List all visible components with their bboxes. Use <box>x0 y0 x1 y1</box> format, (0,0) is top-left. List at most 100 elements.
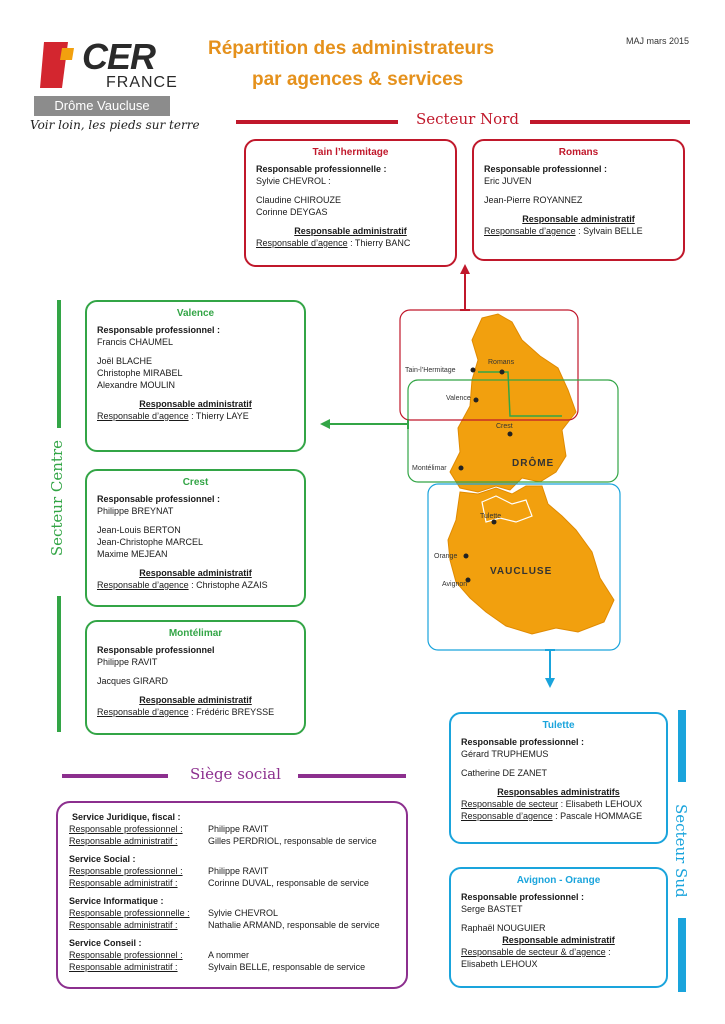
secteur-nord-label: Secteur Nord <box>416 110 519 128</box>
logo-brand-sub: FRANCE <box>106 74 178 91</box>
member: Jean-Louis BERTON <box>97 525 181 535</box>
agency-title: Crest <box>182 477 209 488</box>
map-city-label: Valence <box>446 395 471 402</box>
secteur-value: : Elisabeth LEHOUX <box>558 799 643 809</box>
member: Francis CHAUMEL <box>97 337 174 347</box>
agency-title: Tain l’hermitage <box>312 147 389 158</box>
secteur-centre-line-top <box>57 300 61 428</box>
agency-title: Romans <box>558 147 599 158</box>
row-label: Responsable administratif : <box>69 920 178 930</box>
agence-label: Responsable d’agence <box>484 226 576 236</box>
agency-card-crest: Crest Responsable professionnel : Philip… <box>85 469 306 607</box>
logo: CER FRANCE Drôme Vaucluse Voir loin, les… <box>28 36 200 132</box>
zone-centre-frame <box>407 379 619 483</box>
service-row: Responsable administratif : Gilles PERDRI… <box>69 835 396 847</box>
resp-pro-label: Responsable professionnelle : <box>256 164 387 174</box>
secteur-agence-suffix: : <box>605 947 611 957</box>
logo-tagline: Voir loin, les pieds sur terre <box>30 118 200 132</box>
member: Serge BASTET <box>461 904 523 914</box>
service-row: Responsable administratif :Sylvain BELLE… <box>69 961 396 973</box>
admin-label: Responsable administratif <box>139 695 252 705</box>
secteur-nord-line-left <box>236 120 398 124</box>
admin-label: Responsable administratif <box>522 214 635 224</box>
row-value: Philippe RAVIT <box>208 866 269 876</box>
map-region-label: VAUCLUSE <box>490 566 552 577</box>
member: Eric JUVEN <box>484 176 532 186</box>
agency-card-valence: Valence Responsable professionnel : Fran… <box>85 300 306 452</box>
row-label: Responsable administratif : <box>69 836 178 846</box>
page-title-line1: Répartition des administrateurs <box>208 38 495 59</box>
agency-card-avignon-orange: Avignon - Orange Responsable professionn… <box>449 867 668 988</box>
row-value: Nathalie ARMAND, responsable de service <box>208 920 380 930</box>
service-row: Responsable professionnel : Philippe RAVI… <box>69 865 396 877</box>
secteur-agence-value: Elisabeth LEHOUX <box>461 959 538 969</box>
agence-label: Responsable d’agence <box>97 707 189 717</box>
service-conseil: Service Conseil : Responsable profession… <box>69 937 396 973</box>
row-label: Responsable administratif : <box>69 878 178 888</box>
member: Jean-Christophe MARCEL <box>97 537 204 547</box>
row-value: Corinne DUVAL, responsable de service <box>208 878 369 888</box>
map-region-label: DRÔME <box>512 456 554 469</box>
member: Philippe RAVIT <box>97 657 158 667</box>
vaucluse-shape <box>447 485 615 635</box>
service-row: Responsable administratif : Nathalie ARMA… <box>69 919 396 931</box>
arrow-nord-head-icon <box>460 264 470 274</box>
secteur-centre-line-bottom <box>57 596 61 732</box>
agency-card-montelimar: Montélimar Responsable professionnel Phi… <box>85 620 306 735</box>
resp-pro-label: Responsable professionnel : <box>461 737 585 747</box>
logo-brand: CER <box>82 36 156 77</box>
member: Philippe BREYNAT <box>97 506 174 516</box>
arrow-centre-head-icon <box>320 419 330 429</box>
logo-region: Drôme Vaucluse <box>34 96 170 116</box>
map-city-label: Tain-l’Hermitage <box>405 367 456 374</box>
row-label: Responsable administratif : <box>69 962 178 972</box>
agence-row: Responsable d’agence : Frédéric BREYSSE <box>97 706 294 718</box>
row-value: Gilles PERDRIOL, responsable de service <box>208 836 377 846</box>
agence-value: : Thierry LAYE <box>188 411 249 421</box>
secteur-nord-line-right <box>530 120 690 124</box>
map-city-label: Orange <box>434 553 457 560</box>
member: Claudine CHIROUZE <box>256 195 342 205</box>
member: Joël BLACHE <box>97 356 153 366</box>
row-label: Responsable professionnel : <box>69 824 183 834</box>
resp-pro-label: Responsable professionnel : <box>461 892 585 902</box>
zone-nord-frame <box>399 309 579 421</box>
secteur-agence-label: Responsable de secteur & d’agence <box>461 947 606 957</box>
service-title: Service Juridique, fiscal : <box>72 812 181 822</box>
resp-pro-label: Responsable professionnel : <box>97 325 221 335</box>
row-label: Responsable professionnel : <box>69 866 183 876</box>
row-label: Responsable professionnelle : <box>69 908 190 918</box>
map-city-label: Tulette <box>480 513 501 520</box>
member: Maxime MEJEAN <box>97 549 168 559</box>
row-value: Philippe RAVIT <box>208 824 269 834</box>
service-title: Service Informatique : <box>69 896 164 906</box>
service-social: Service Social : Responsable professionn… <box>69 853 396 889</box>
row-label: Responsable professionnel : <box>69 950 183 960</box>
update-date: MAJ mars 2015 <box>626 36 690 46</box>
map-city-label: Avignon <box>442 581 467 588</box>
siege-line-left <box>62 774 168 778</box>
drome-shape <box>449 313 577 493</box>
agence-value: : Christophe AZAIS <box>188 580 268 590</box>
admin-label: Responsable administratif <box>294 226 407 236</box>
agency-title: Montélimar <box>168 628 223 639</box>
agence-value: : Sylvain BELLE <box>575 226 643 236</box>
row-value: Sylvie CHEVROL <box>208 908 279 918</box>
service-juridique: Service Juridique, fiscal : Responsable … <box>69 811 396 847</box>
admin-label: Responsable administratif <box>502 935 615 945</box>
agency-card-romans: Romans Responsable professionnel : Eric … <box>472 139 685 261</box>
admin-label: Responsables administratifs <box>497 787 620 797</box>
service-row: Responsable administratif : Corinne DUVAL… <box>69 877 396 889</box>
map-city-label: Crest <box>496 423 513 430</box>
logo-mark-icon <box>40 42 74 88</box>
member: Jean-Pierre ROYANNEZ <box>484 195 583 205</box>
member: Sylvie CHEVROL : <box>256 176 331 186</box>
service-row: Responsable professionnel :A nommer <box>69 949 396 961</box>
siege-label: Siège social <box>190 765 281 783</box>
map-city-label: Montélimar <box>412 465 447 472</box>
resp-pro-label: Responsable professionnel <box>97 645 215 655</box>
secteur-sud-line-top <box>678 710 686 782</box>
secteur-sud-label: Secteur Sud <box>672 804 690 898</box>
resp-pro-label: Responsable professionnel : <box>97 494 221 504</box>
zone-sud-frame <box>427 483 621 651</box>
